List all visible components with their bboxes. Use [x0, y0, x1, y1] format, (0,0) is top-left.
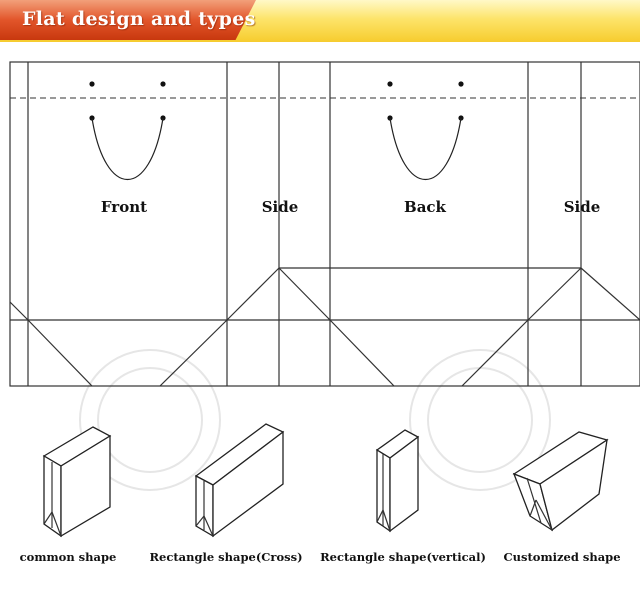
type-label-cross: Rectangle shape(Cross): [149, 550, 302, 564]
gusset-diagonals: [9, 267, 640, 387]
template-outline: [9, 61, 640, 387]
type-label-vertical: Rectangle shape(vertical): [320, 550, 486, 564]
page-title: Flat design and types: [22, 8, 256, 30]
common-bag-icon: [42, 426, 112, 538]
header-tab: [0, 0, 256, 40]
type-label-common: common shape: [20, 550, 117, 564]
vertical-rectangle-bag-icon: [375, 429, 420, 533]
customized-bag-icon: [512, 431, 609, 532]
watermark-left: [79, 349, 221, 491]
panel-label-front: Front: [101, 198, 147, 216]
back-handle: [387, 81, 464, 180]
front-handle: [89, 81, 166, 180]
panel-label-back: Back: [404, 198, 447, 216]
panel-label-side-1: Side: [262, 198, 299, 216]
cross-rectangle-bag-icon: [194, 423, 285, 538]
type-label-customized: Customized shape: [503, 550, 620, 564]
header-banner: Flat design and types: [0, 0, 640, 42]
panel-label-side-2: Side: [564, 198, 601, 216]
